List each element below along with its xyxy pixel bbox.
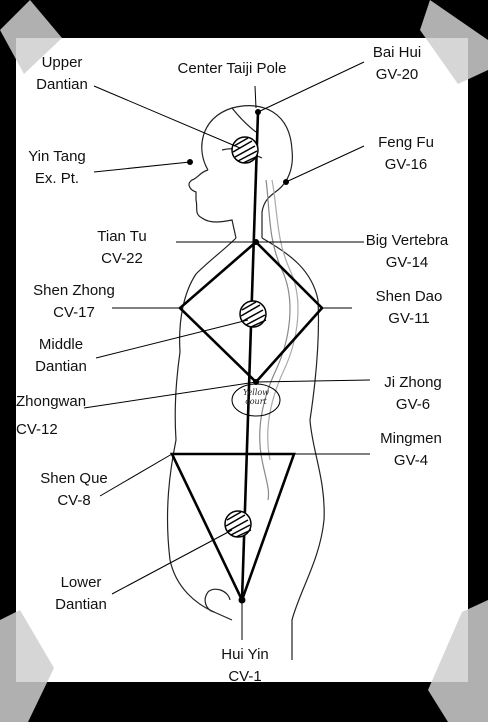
label-shen-dao: Shen Dao GV-11 — [375, 288, 443, 327]
leader-upper-dantian — [93, 85, 241, 149]
leader-lines — [83, 61, 371, 640]
lower-triangle — [169, 452, 296, 604]
tape-bottom-left — [0, 610, 54, 722]
tape-bottom-right — [428, 600, 488, 722]
leader-shen-que — [99, 453, 173, 497]
leader-ji-zhong — [255, 379, 371, 383]
leader-feng-fu — [285, 145, 365, 183]
leader-zhongwan — [83, 381, 257, 409]
leader-center-taiji — [254, 85, 257, 109]
label-lower-dantian: Lower Dantian — [55, 574, 107, 613]
label-zhongwan: Zhongwan CV-12 — [16, 393, 87, 438]
label-feng-fu: Feng Fu GV-16 — [378, 134, 434, 173]
label-big-vertebra: Big Vertebra GV-14 — [365, 232, 449, 271]
head-outline — [201, 105, 293, 238]
label-mingmen: Mingmen GV-4 — [380, 430, 442, 469]
spine-line-2 — [267, 179, 299, 461]
label-tian-tu: Tian Tu CV-22 — [97, 228, 147, 267]
front-outline — [166, 237, 237, 621]
spine-line — [259, 179, 291, 501]
leader-bai-hui — [257, 61, 365, 113]
label-shen-zhong: Shen Zhong CV-17 — [33, 282, 115, 321]
label-bai-hui: Bai Hui GV-20 — [372, 44, 422, 83]
tape-top-left — [0, 0, 62, 74]
hand-outline — [204, 588, 231, 613]
label-yin-tang: Yin Tang Ex. Pt. — [28, 148, 86, 187]
label-hui-yin: Hui Yin CV-1 — [221, 646, 269, 685]
label-upper-dantian: Upper Dantian — [36, 54, 88, 93]
leader-yin-tang — [93, 161, 191, 173]
tape-top-right — [420, 0, 488, 84]
upper-dantian-hatch — [232, 137, 259, 164]
yellow-court-label: Yellow court — [242, 388, 270, 406]
leader-middle-dantian — [95, 319, 249, 359]
label-middle-dantian: Middle Dantian — [35, 336, 87, 375]
lower-dantian-hatch — [225, 511, 252, 538]
label-shen-que: Shen Que CV-8 — [40, 470, 108, 509]
middle-dantian-hatch — [240, 301, 267, 328]
back-outline — [261, 237, 325, 660]
label-ji-zhong: Ji Zhong GV-6 — [384, 374, 442, 413]
label-center-taiji-pole: Center Taiji Pole — [177, 60, 287, 77]
face-outline — [188, 169, 237, 239]
leader-lower-dantian — [111, 529, 233, 595]
acupoints — [187, 109, 289, 604]
